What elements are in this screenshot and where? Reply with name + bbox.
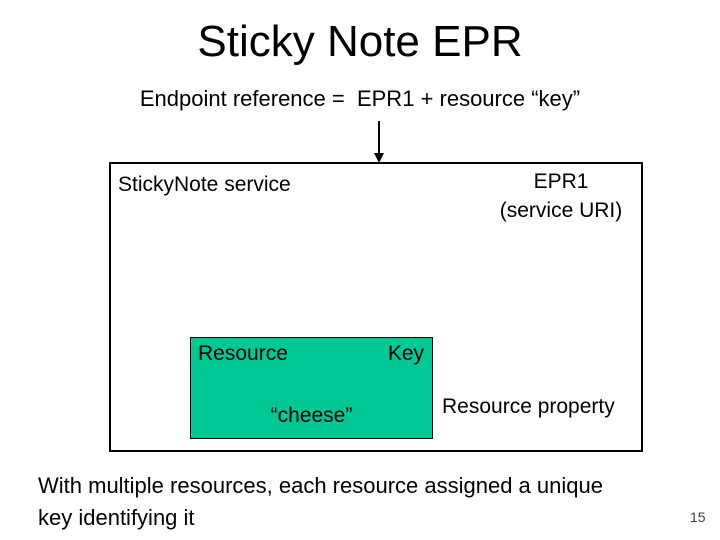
service-box: StickyNote service EPR1 (service URI) Re…	[109, 162, 643, 452]
resource-property-label: Resource property	[442, 395, 615, 418]
note-text: With multiple resources, each resource a…	[38, 470, 603, 534]
page-number: 15	[690, 509, 706, 525]
epr-label-line2: (service URI)	[499, 199, 623, 222]
resource-header-label: Resource	[198, 342, 288, 365]
resource-box: Resource Key “cheese”	[190, 337, 433, 439]
epr-label-line1: EPR1	[533, 170, 589, 193]
note-line-1: With multiple resources, each resource a…	[38, 473, 603, 498]
down-arrow-icon	[374, 121, 384, 163]
slide-title: Sticky Note EPR	[197, 17, 523, 66]
key-header-label: Key	[387, 342, 424, 365]
note-line-2: key identifying it	[38, 505, 195, 530]
key-value: “cheese”	[270, 403, 353, 427]
epr-label: EPR1 (service URI)	[461, 167, 661, 225]
service-label: StickyNote service	[118, 173, 291, 196]
slide-subtitle: Endpoint reference = EPR1 + resource “ke…	[139, 86, 581, 111]
